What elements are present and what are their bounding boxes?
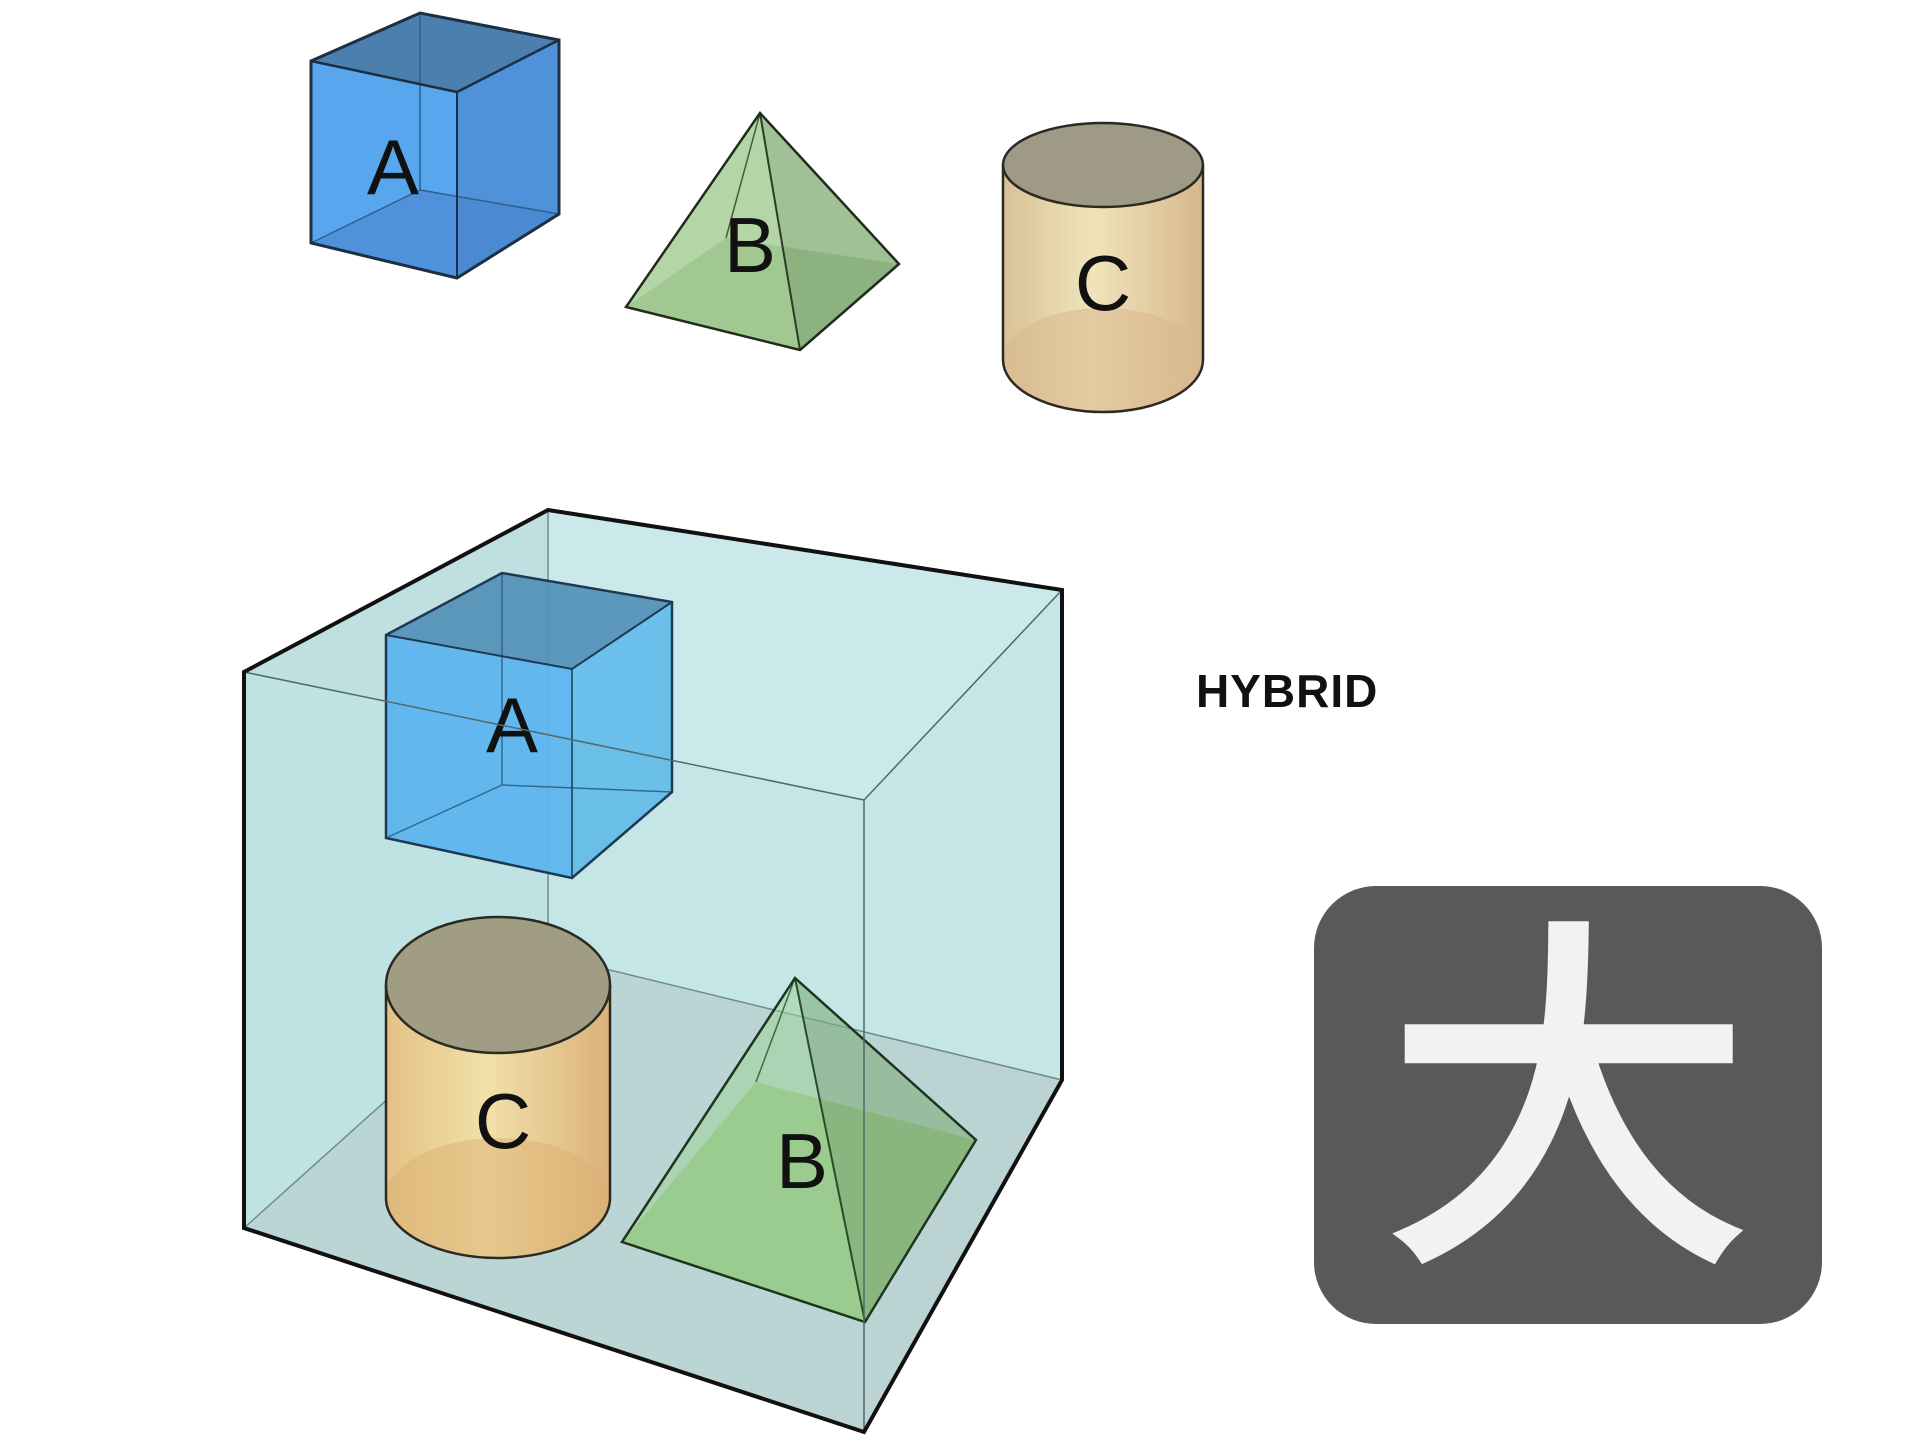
cube-a-label: A [367, 123, 419, 211]
cylinder-c-inside: C [384, 915, 612, 1260]
pyramid-b-top: B [623, 111, 901, 352]
cylinder-c-inside-label: C [475, 1077, 531, 1165]
cylinder-c-top: C [1001, 121, 1205, 414]
kanji-glyph: 大 [1388, 895, 1748, 1314]
cube-a-inside-label: A [486, 681, 538, 769]
pyramid-b-inside-label: B [776, 1117, 828, 1205]
cylinder-c-label: C [1075, 239, 1131, 327]
diagram-title: HYBRID [1196, 665, 1379, 717]
pyramid-b-inside: B [620, 976, 978, 1324]
pyramid-b-label: B [724, 201, 776, 289]
cube-a-top: A [309, 11, 561, 280]
badge-icon: 大 [1314, 886, 1822, 1324]
container-edges [242, 507, 1064, 1435]
cube-a-inside: A [384, 571, 674, 880]
